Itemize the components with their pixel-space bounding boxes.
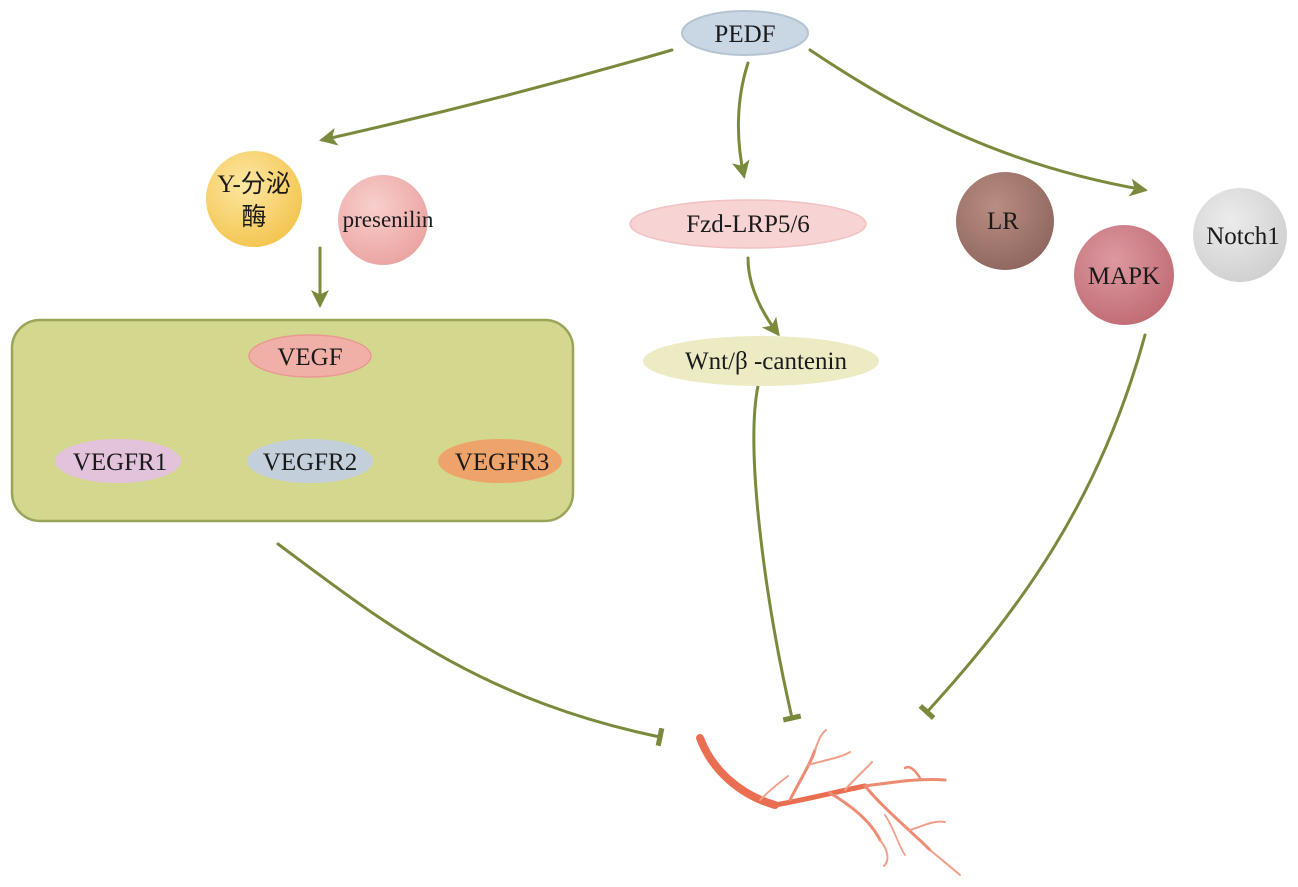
mapk-node: MAPK — [1074, 225, 1174, 325]
gamma-secretase-label-line1: Y-分泌 — [217, 170, 291, 198]
fzd-lrp-label: Fzd-LRP5/6 — [686, 211, 810, 238]
vegfr1-node: VEGFR1 — [55, 439, 181, 483]
lr-node: LR — [956, 172, 1054, 270]
vegfr1-label: VEGFR1 — [73, 449, 167, 476]
vegf-label: VEGF — [277, 344, 342, 371]
vegfr3-label: VEGFR3 — [455, 449, 549, 476]
pedf-node: PEDF — [681, 10, 809, 56]
fzd-lrp-node: Fzd-LRP5/6 — [629, 199, 867, 249]
edge-pedf-to-receptors — [808, 48, 1148, 197]
wnt-node: Wnt/β -cantenin — [643, 336, 879, 386]
lr-label: LR — [987, 208, 1019, 235]
edges — [276, 48, 1148, 747]
edge-mapk-inhibits-vessel — [918, 333, 1147, 720]
blood-vessel-icon — [696, 729, 961, 876]
vegfr2-node: VEGFR2 — [247, 439, 373, 483]
vegfr3-node: VEGFR3 — [438, 439, 562, 483]
mapk-label: MAPK — [1088, 263, 1160, 290]
gamma-secretase-label-line2: 酶 — [241, 203, 266, 231]
edge-pedf-to-gamma-secretase — [319, 48, 674, 146]
presenilin-node: presenilin — [338, 175, 434, 265]
vegf-node: VEGF — [248, 334, 372, 378]
presenilin-label: presenilin — [343, 207, 434, 232]
gamma-secretase-node: Y-分泌 酶 — [206, 151, 302, 247]
pedf-label: PEDF — [714, 21, 775, 48]
edge-pedf-to-fzd-lrp — [731, 61, 750, 179]
vegfr2-label: VEGFR2 — [263, 449, 357, 476]
edge-wnt-inhibits-vessel — [752, 384, 802, 723]
notch1-label: Notch1 — [1206, 223, 1280, 250]
notch1-node: Notch1 — [1193, 188, 1287, 282]
wnt-label: Wnt/β -cantenin — [685, 348, 847, 375]
edge-vegf-box-inhibits-vessel — [276, 542, 665, 747]
edge-fzd-lrp-to-wnt — [746, 256, 780, 337]
